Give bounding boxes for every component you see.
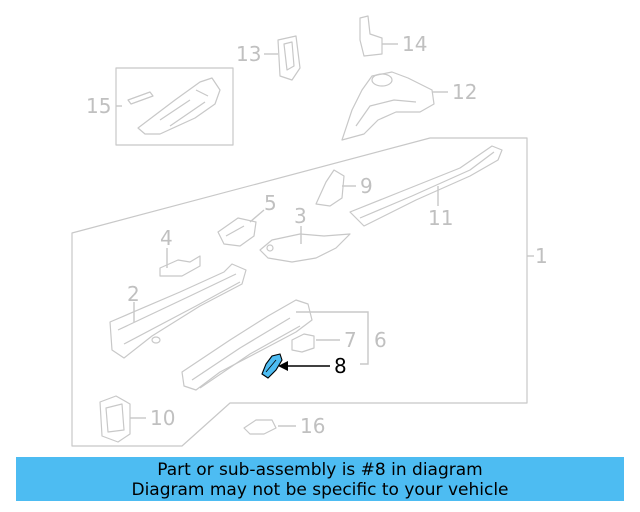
leader-8-arrowhead — [278, 361, 288, 371]
part-12-drawing — [341, 71, 435, 141]
callout-10: 10 — [150, 406, 175, 430]
part-8-shape[interactable] — [261, 353, 283, 379]
callout-8[interactable]: 8 — [334, 354, 347, 378]
callout-6: 6 — [374, 328, 387, 352]
callout-3: 3 — [294, 204, 307, 228]
part-10-drawing — [99, 395, 131, 443]
inset-box-15 — [115, 67, 234, 146]
banner-line-2: Diagram may not be specific to your vehi… — [131, 480, 509, 500]
part-3-drawing — [259, 233, 351, 263]
callout-4: 4 — [160, 226, 173, 250]
callout-1: 1 — [535, 244, 548, 268]
banner-line-1: Part or sub-assembly is #8 in diagram — [157, 460, 483, 480]
leader-5 — [249, 209, 265, 223]
callout-9: 9 — [360, 174, 373, 198]
part-13-drawing — [277, 35, 301, 81]
callout-2: 2 — [127, 282, 140, 306]
callout-7: 7 — [344, 328, 357, 352]
part-11-drawing — [349, 145, 503, 227]
parts-diagram: 1 2 3 4 5 6 7 8 9 10 11 12 13 14 15 16 — [71, 15, 548, 447]
callout-16: 16 — [300, 414, 325, 438]
part-4-drawing — [159, 255, 201, 277]
part-16-drawing — [243, 419, 277, 435]
part-2-drawing — [109, 263, 247, 359]
callout-15: 15 — [86, 94, 111, 118]
part-7-drawing — [291, 333, 315, 353]
part-9-drawing — [315, 169, 345, 207]
assembly-outline — [71, 137, 528, 447]
part-5-drawing — [217, 217, 257, 247]
part-14-drawing — [359, 15, 383, 57]
part-8-drawing[interactable] — [261, 353, 283, 379]
callout-11: 11 — [428, 206, 453, 230]
part-6-drawing — [181, 299, 313, 391]
callout-12: 12 — [452, 80, 477, 104]
leader-6-bracket — [296, 311, 369, 365]
part-15-drawing — [127, 77, 221, 135]
info-banner: Part or sub-assembly is #8 in diagram Di… — [16, 457, 624, 501]
callout-14: 14 — [402, 32, 427, 56]
callout-13: 13 — [236, 42, 261, 66]
callout-5: 5 — [264, 191, 277, 215]
